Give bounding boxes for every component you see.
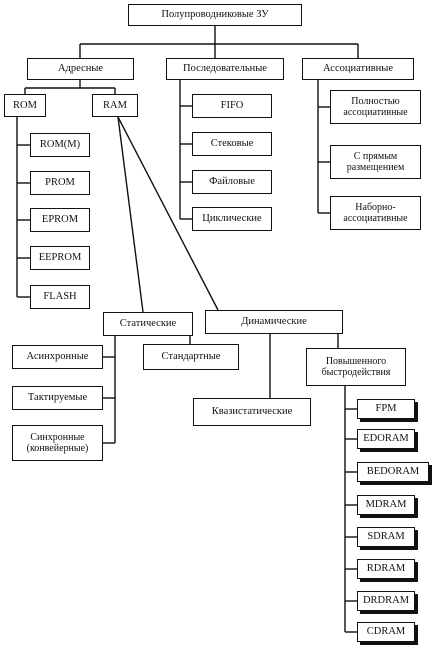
hs-type-sdram: SDRAM bbox=[357, 527, 415, 547]
ram-type-static: Статические bbox=[103, 312, 193, 336]
hs-type-edoram: EDORAM bbox=[357, 429, 415, 449]
static-type-async: Асинхронные bbox=[12, 345, 103, 369]
branch-addressable: Адресные bbox=[27, 58, 134, 80]
rom-type-prom: PROM bbox=[30, 171, 90, 195]
seq-type-cyclic: Циклические bbox=[192, 207, 272, 231]
dynamic-type-standard: Стандартные bbox=[143, 344, 239, 370]
branch-sequential: Последовательные bbox=[166, 58, 284, 80]
branch-associative: Ассоциативные bbox=[302, 58, 414, 80]
ram-type-dynamic: Динамические bbox=[205, 310, 343, 334]
rom-type-eeprom: EEPROM bbox=[30, 246, 90, 270]
static-type-clocked: Тактируемые bbox=[12, 386, 103, 410]
assoc-type-fully: Полностью ассоциативные bbox=[330, 90, 421, 124]
rom-type-rom-m: ROM(M) bbox=[30, 133, 90, 157]
hs-type-rdram: RDRAM bbox=[357, 559, 415, 579]
seq-type-stack: Стековые bbox=[192, 132, 272, 156]
ram-node: RAM bbox=[92, 94, 138, 117]
hs-type-mdram: MDRAM bbox=[357, 495, 415, 515]
assoc-type-set: Наборно-ассоциативные bbox=[330, 196, 421, 230]
static-type-sync: Синхронные (конвейерные) bbox=[12, 425, 103, 461]
dynamic-type-quasistatic: Квазистатические bbox=[193, 398, 311, 426]
hs-type-bedoram: BEDORAM bbox=[357, 462, 429, 482]
root-node: Полупроводниковые ЗУ bbox=[128, 4, 302, 26]
rom-type-eprom: EPROM bbox=[30, 208, 90, 232]
rom-node: ROM bbox=[4, 94, 46, 117]
assoc-type-direct: С прямым размещением bbox=[330, 145, 421, 179]
rom-type-flash: FLASH bbox=[30, 285, 90, 309]
seq-type-file: Файловые bbox=[192, 170, 272, 194]
seq-type-fifo: FIFO bbox=[192, 94, 272, 118]
hs-type-drdram: DRDRAM bbox=[357, 591, 415, 611]
hs-type-cdram: CDRAM bbox=[357, 622, 415, 642]
dynamic-type-high-speed: Повышенного быстродействия bbox=[306, 348, 406, 386]
hs-type-fpm: FPM bbox=[357, 399, 415, 419]
